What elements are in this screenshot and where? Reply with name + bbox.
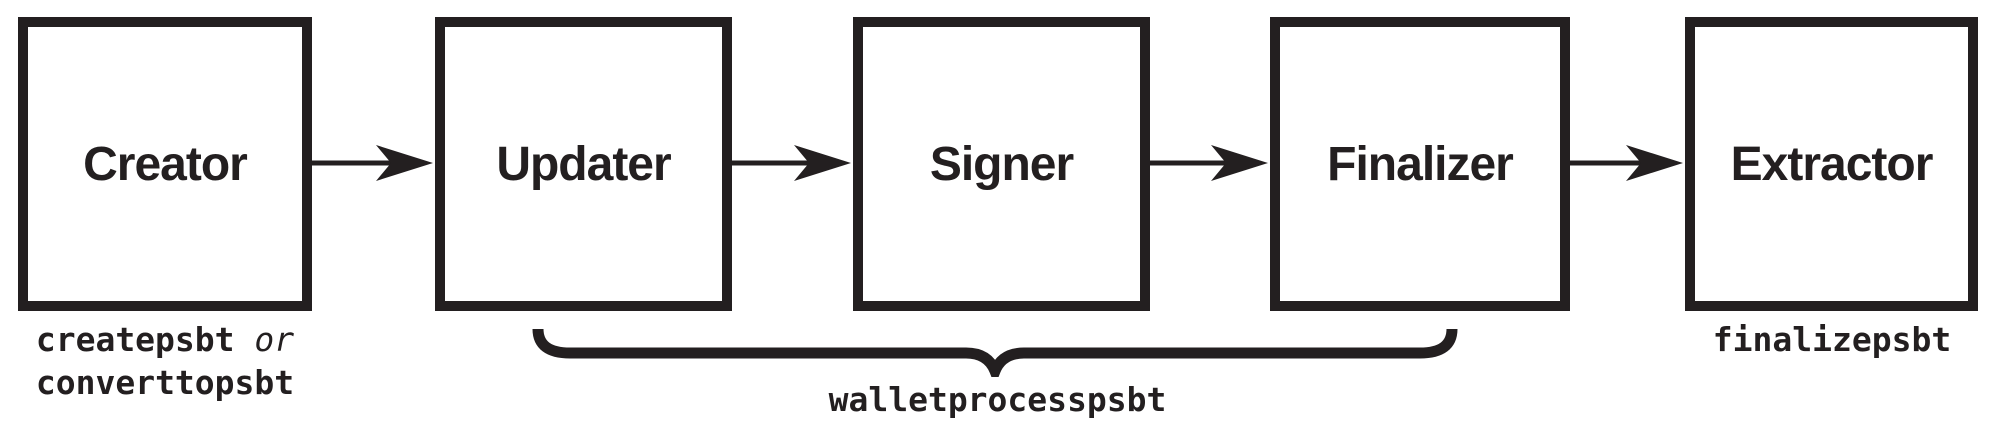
- arrow-finalizer-to-extractor-icon: [1570, 145, 1683, 181]
- creator-command-2: converttopsbt: [35, 363, 295, 402]
- box-signer-label: Signer: [929, 137, 1074, 191]
- box-finalizer-label: Finalizer: [1327, 137, 1514, 191]
- arrow-signer-to-finalizer-icon: [1150, 145, 1268, 181]
- box-finalizer: Finalizer: [1270, 17, 1570, 311]
- box-extractor: Extractor: [1685, 17, 1978, 311]
- arrow-creator-to-updater-icon: [312, 145, 433, 181]
- box-extractor-label: Extractor: [1730, 137, 1934, 191]
- box-signer: Signer: [853, 17, 1150, 311]
- box-creator: Creator: [18, 17, 312, 311]
- box-updater-label: Updater: [496, 137, 671, 191]
- arrow-updater-to-signer-icon: [732, 145, 851, 181]
- walletprocesspsbt-label: walletprocesspsbt: [828, 380, 1167, 419]
- underbrace-icon: [532, 328, 1458, 377]
- creator-commands-label: createpsbt or converttopsbt: [18, 318, 312, 404]
- finalizepsbt-label: finalizepsbt: [1712, 320, 1952, 359]
- box-updater: Updater: [435, 17, 732, 311]
- creator-command-conjunction: or: [254, 320, 295, 359]
- creator-command-1: createpsbt: [35, 320, 235, 359]
- box-creator-label: Creator: [83, 137, 248, 191]
